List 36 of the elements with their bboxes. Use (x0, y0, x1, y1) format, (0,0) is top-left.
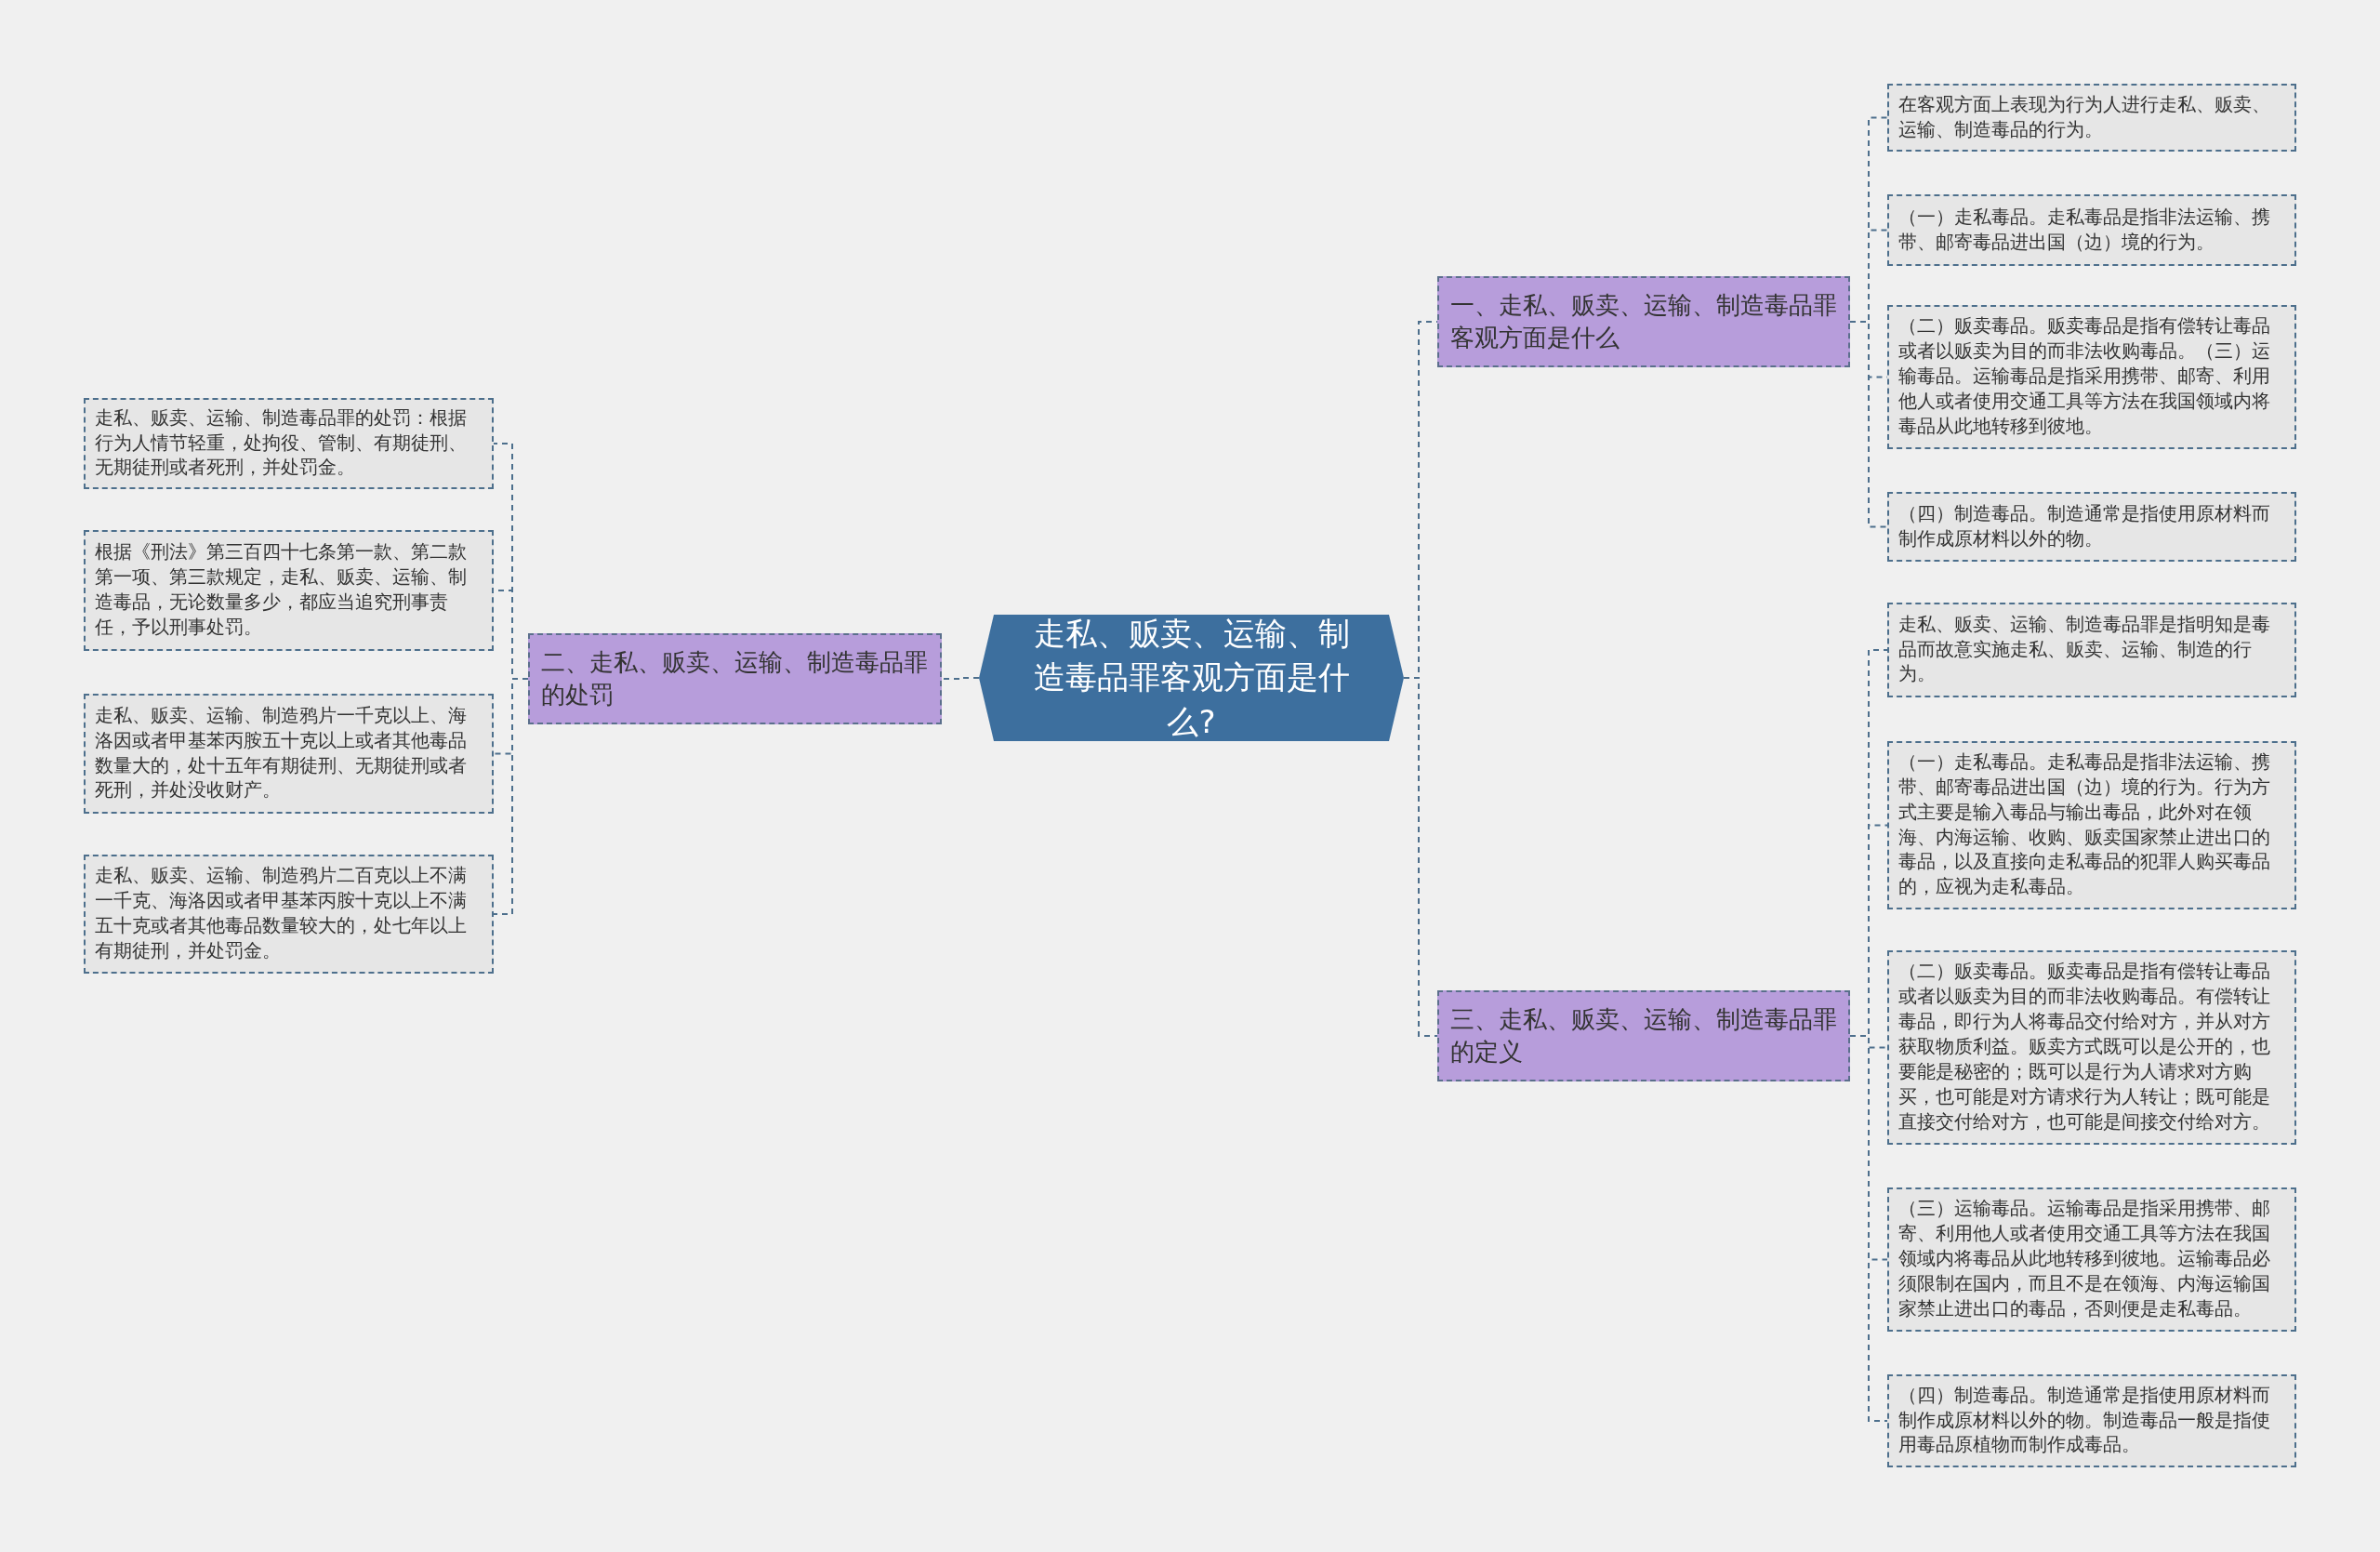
topic-text: （三）运输毒品。运输毒品是指采用携带、邮寄、利用他人或者使用交通工具等方法在我国领域内将毒品从此地转移到彼地。运输毒品必须限制在国内，而且不是在领海、内海运输国家禁止进出口的毒品，否则便是走私毒品。 (1898, 1197, 2271, 1321)
detail-box (84, 398, 494, 489)
topic-text: （四）制造毒品。制造通常是指使用原材料而制作成原材料以外的物。 (1898, 501, 2271, 551)
topic-text: （四）制造毒品。制造通常是指使用原材料而制作成原材料以外的物。制造毒品一般是指使用毒品原植物而制作成毒品。 (1898, 1383, 2271, 1458)
topic-text: 三、走私、贩卖、运输、制造毒品罪的定义 (1450, 1003, 1837, 1068)
topic-text: 走私、贩卖、运输、制造鸦片一千克以上、海洛因或者甲基苯丙胺五十克以上或者其他毒品数量大的，处十五年有期徒刑、无期徒刑或者死刑，并处没收财产。 (95, 703, 468, 803)
topic-text: 一、走私、贩卖、运输、制造毒品罪客观方面是什么 (1450, 289, 1837, 353)
topic-text: （一）走私毒品。走私毒品是指非法运输、携带、邮寄毒品进出国（边）境的行为。行为方式主要是输入毒品与输出毒品，此外对在领海、内海运输、收购、贩卖国家禁止进出口的毒品，以及直接向走私毒品的犯罪人购买毒品的，应视为走私毒品。 (1898, 749, 2271, 900)
topic-text: 走私、贩卖、运输、制造毒品罪客观方面是什么? (1032, 613, 1351, 742)
topic-text: 根据《刑法》第三百四十七条第一款、第二款第一项、第三款规定，走私、贩卖、运输、制造毒品，无论数量多少，都应当追究刑事责任，予以刑事处罚。 (95, 540, 468, 640)
topic-text: 走私、贩卖、运输、制造鸦片二百克以上不满一千克、海洛因或者甲基苯丙胺十克以上不满五十克或者其他毒品数量较大的，处七年以上有期徒刑，并处罚金。 (95, 864, 468, 963)
connector-line (1849, 321, 1888, 528)
detail-box (84, 694, 494, 814)
detail-box (1887, 84, 2296, 152)
detail-box (1887, 194, 2296, 266)
detail-box (84, 530, 494, 651)
detail-box (1887, 603, 2296, 697)
detail-box (1887, 1187, 2296, 1332)
topic-text: 走私、贩卖、运输、制造毒品罪是指明知是毒品而故意实施走私、贩卖、运输、制造的行为。 (1898, 612, 2271, 687)
topic-text: 二、走私、贩卖、运输、制造毒品罪的处罚 (541, 646, 929, 710)
connector-line (941, 677, 980, 680)
topic-text: 在客观方面上表现为行为人进行走私、贩卖、运输、制造毒品的行为。 (1898, 92, 2271, 142)
detail-box (1887, 1374, 2296, 1467)
topic-text: （二）贩卖毒品。贩卖毒品是指有偿转让毒品或者以贩卖为目的而非法收购毒品。（三）运输毒品。运输毒品是指采用携带、邮寄、利用他人或者使用交通工具等方法在我国领域内将毒品从此地转移到彼地。 (1898, 314, 2271, 439)
detail-box (1887, 741, 2296, 909)
detail-box (84, 855, 494, 974)
topic-text: （二）贩卖毒品。贩卖毒品是指有偿转让毒品或者以贩卖为目的而非法收购毒品。有偿转让毒品，即行为人将毒品交付给对方，并从对方获取物质利益。贩卖方式既可以是公开的，也要能是秘密的；既可以是行为人请求对方购买，也可能是对方请求行为人转让；既可能是直接交付给对方，也可能是间接交付给对方。 (1898, 960, 2271, 1134)
branch-topic (1437, 990, 1850, 1081)
topic-text: （一）走私毒品。走私毒品是指非法运输、携带、邮寄毒品进出国（边）境的行为。 (1898, 205, 2271, 255)
branch-topic (528, 633, 942, 724)
detail-box (1887, 305, 2296, 449)
detail-box (1887, 950, 2296, 1145)
topic-text: 走私、贩卖、运输、制造毒品罪的处罚：根据行为人情节轻重，处拘役、管制、有期徒刑、无期徒刑或者死刑，并处罚金。 (95, 405, 468, 481)
branch-topic (1437, 276, 1850, 367)
detail-box (1887, 492, 2296, 562)
connector-line (493, 678, 529, 915)
